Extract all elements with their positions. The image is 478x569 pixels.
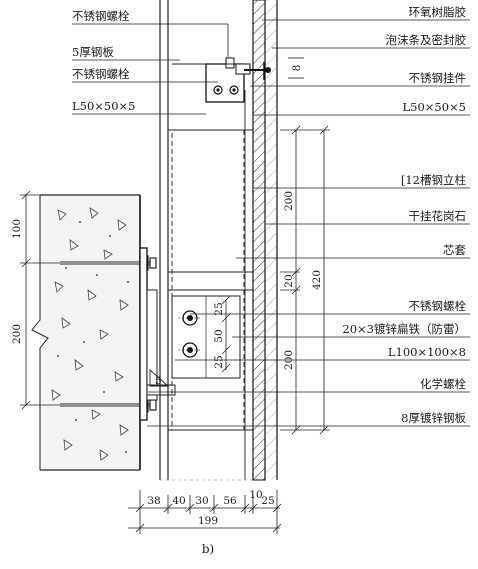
granite-panel xyxy=(252,0,278,481)
label-bolt-right: 不锈钢螺栓 xyxy=(409,299,467,313)
label-channel: [12槽钢立柱 xyxy=(401,173,467,187)
hanger-assembly xyxy=(172,57,271,103)
dim-right-upper: 200 xyxy=(283,191,295,211)
dim-inner-25a: 25 xyxy=(213,302,225,315)
label-plate-5: 5厚钢板 xyxy=(72,45,114,59)
dimension-lines-right xyxy=(221,57,330,435)
label-bolt-top: 不锈钢螺栓 xyxy=(72,9,130,23)
label-angle-big: L100×100×8 xyxy=(388,345,466,359)
label-foam: 泡沫条及密封胶 xyxy=(386,33,467,47)
dim-inner-8: 8 xyxy=(291,65,303,72)
label-epoxy: 环氧树脂胶 xyxy=(409,5,467,19)
dim-bottom-total: 199 xyxy=(198,515,218,527)
dim-right-lower: 200 xyxy=(283,350,295,370)
label-flat-iron: 20×3镀锌扁铁（防雷） xyxy=(342,322,466,336)
dim-bottom-seg-3: 30 xyxy=(195,495,208,507)
leaders xyxy=(72,19,470,427)
dimension-lines-left xyxy=(20,190,60,410)
label-hanger: 不锈钢挂件 xyxy=(409,71,467,85)
dim-right-total: 420 xyxy=(311,270,323,290)
dim-angle: 5 xyxy=(155,375,162,387)
core-sleeve xyxy=(171,129,245,431)
dim-bottom-seg-6: 25 xyxy=(261,495,274,507)
figure-caption: b) xyxy=(202,542,214,556)
anchor-bolt-top xyxy=(60,255,157,271)
dim-bottom-seg-1: 38 xyxy=(147,495,160,507)
label-core: 芯套 xyxy=(443,243,466,257)
dimension-lines-bottom xyxy=(128,490,282,534)
connection-plate xyxy=(171,295,241,379)
dim-bottom-seg-4: 56 xyxy=(223,495,237,507)
concrete-wall xyxy=(31,194,141,471)
label-bolt-mid: 不锈钢螺栓 xyxy=(72,67,130,81)
label-plate-8: 8厚镀锌钢板 xyxy=(401,411,466,425)
label-anchor: 化学螺栓 xyxy=(420,377,466,391)
dim-bottom-seg-2: 40 xyxy=(172,495,185,507)
label-angle-top-left: L50×50×5 xyxy=(72,99,136,113)
label-granite: 干挂花岗石 xyxy=(409,209,467,223)
stainless-bolt-upper xyxy=(178,310,202,326)
label-angle-top-right: L50×50×5 xyxy=(403,100,467,114)
dim-inner-50: 50 xyxy=(213,329,225,342)
dim-right-gap: 20 xyxy=(283,274,295,287)
dim-left-lower: 200 xyxy=(11,324,23,344)
stainless-bolt-lower xyxy=(178,342,202,358)
dim-left-upper: 100 xyxy=(11,219,23,239)
dim-inner-25b: 25 xyxy=(213,355,225,368)
dim-bottom-seg-5: 10 xyxy=(249,489,262,501)
embed-plate-8mm xyxy=(139,247,148,421)
